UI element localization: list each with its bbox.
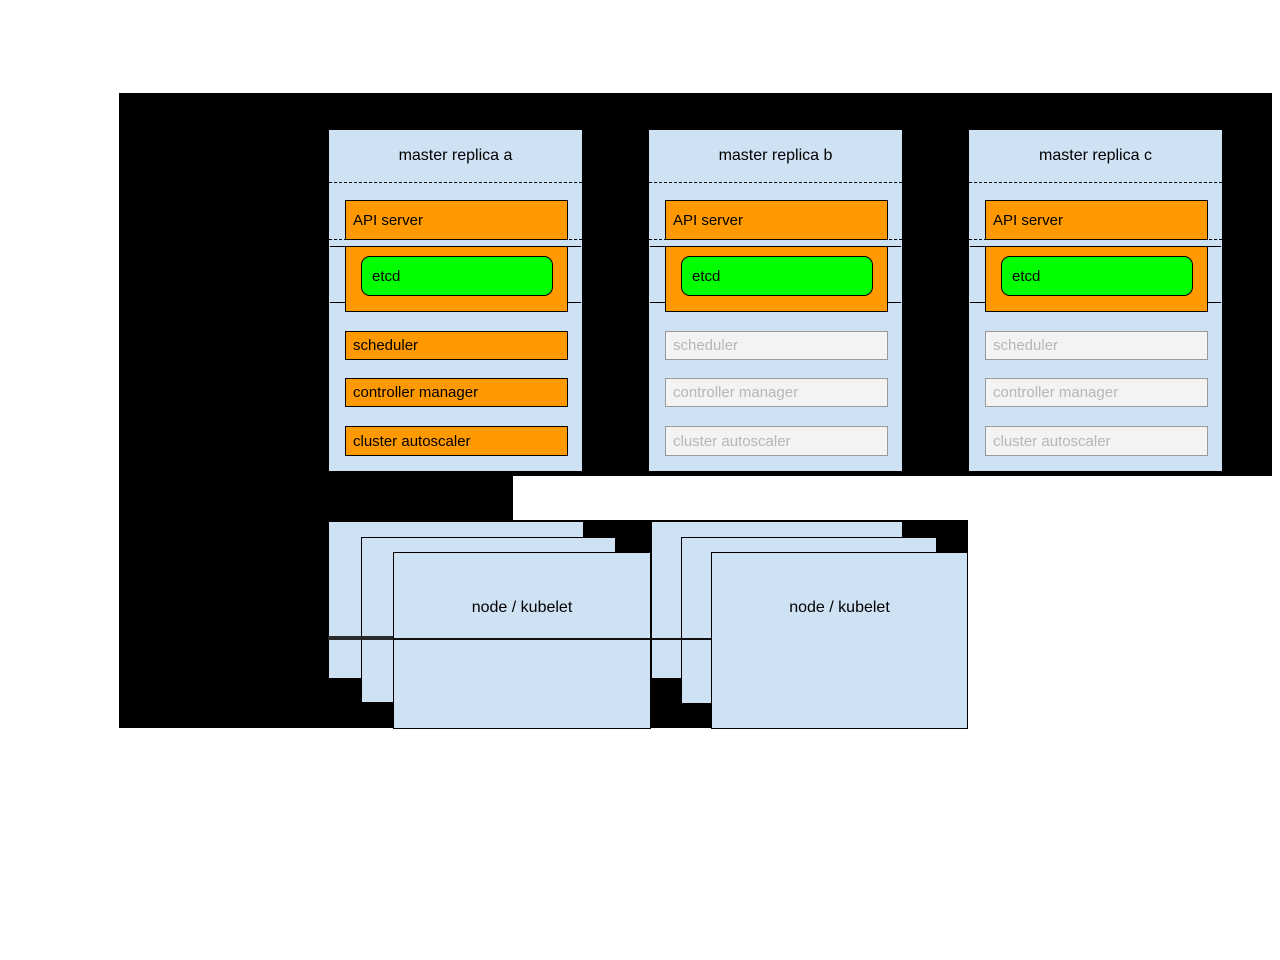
etcd-box: etcd bbox=[681, 256, 873, 296]
dashed-separator bbox=[649, 239, 902, 240]
cluster-autoscaler-box: cluster autoscaler bbox=[345, 426, 568, 456]
master-title: master replica c bbox=[1039, 147, 1152, 164]
etcd-container-box: etcd bbox=[345, 246, 568, 312]
node-divider-line-thick bbox=[328, 636, 393, 640]
scheduler-box: scheduler bbox=[345, 331, 568, 360]
dashed-separator bbox=[969, 239, 1222, 240]
node-box-front: node / kubelet bbox=[711, 552, 968, 729]
master-title: master replica b bbox=[718, 147, 833, 164]
etcd-box: etcd bbox=[361, 256, 553, 296]
node-divider-line bbox=[393, 638, 711, 640]
node-label: node / kubelet bbox=[789, 599, 890, 616]
dashed-separator bbox=[329, 239, 582, 240]
etcd-container-box: etcd bbox=[985, 246, 1208, 312]
scheduler-box: scheduler bbox=[985, 331, 1208, 360]
etcd-box: etcd bbox=[1001, 256, 1193, 296]
master-replica-b-box: master replica b API server etcd schedul… bbox=[648, 129, 903, 472]
scheduler-box: scheduler bbox=[665, 331, 888, 360]
dashed-separator bbox=[649, 182, 902, 183]
node-box-front: node / kubelet bbox=[393, 552, 651, 729]
master-replica-c-box: master replica c API server etcd schedul… bbox=[968, 129, 1223, 472]
api-server-box: API server bbox=[985, 200, 1208, 240]
api-server-box: API server bbox=[345, 200, 568, 240]
etcd-container-box: etcd bbox=[665, 246, 888, 312]
cluster-autoscaler-box: cluster autoscaler bbox=[665, 426, 888, 456]
controller-manager-box: controller manager bbox=[665, 378, 888, 407]
cluster-autoscaler-box: cluster autoscaler bbox=[985, 426, 1208, 456]
node-label: node / kubelet bbox=[471, 599, 573, 616]
controller-manager-box: controller manager bbox=[985, 378, 1208, 407]
dashed-separator bbox=[329, 182, 582, 183]
master-replica-a-box: master replica a API server etcd schedul… bbox=[328, 129, 583, 472]
dashed-separator bbox=[969, 182, 1222, 183]
master-title: master replica a bbox=[398, 147, 513, 164]
api-server-box: API server bbox=[665, 200, 888, 240]
controller-manager-box: controller manager bbox=[345, 378, 568, 407]
